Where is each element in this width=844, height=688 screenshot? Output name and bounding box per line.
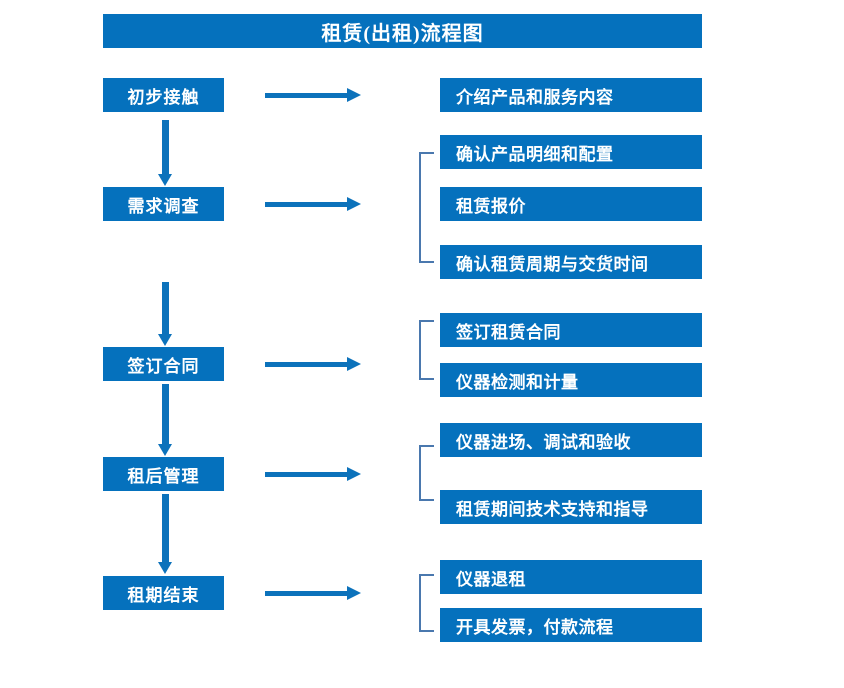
horizontal-arrow-1: [265, 88, 361, 102]
group-bracket-3: [419, 445, 434, 501]
stage-box-签订合同[interactable]: 签订合同: [103, 347, 224, 381]
horizontal-arrow-2: [265, 197, 361, 211]
detail-box-介绍产品和服务内容[interactable]: 介绍产品和服务内容: [440, 78, 702, 112]
vertical-arrow-4: [158, 494, 172, 574]
detail-box-租赁期间技术支持和指导[interactable]: 租赁期间技术支持和指导: [440, 490, 702, 524]
vertical-arrow-1: [158, 120, 172, 186]
horizontal-arrow-4: [265, 467, 361, 481]
horizontal-arrow-5: [265, 586, 361, 600]
detail-box-确认产品明细和配置[interactable]: 确认产品明细和配置: [440, 135, 702, 169]
diagram-title: 租赁(出租)流程图: [103, 14, 702, 48]
stage-box-租期结束[interactable]: 租期结束: [103, 576, 224, 610]
group-bracket-4: [419, 574, 434, 632]
detail-box-仪器退租[interactable]: 仪器退租: [440, 560, 702, 594]
stage-box-初步接触[interactable]: 初步接触: [103, 78, 224, 112]
vertical-arrow-3: [158, 384, 172, 456]
detail-box-确认租赁周期与交货时间[interactable]: 确认租赁周期与交货时间: [440, 245, 702, 279]
detail-box-仪器检测和计量[interactable]: 仪器检测和计量: [440, 363, 702, 397]
vertical-arrow-2: [158, 282, 172, 346]
stage-box-租后管理[interactable]: 租后管理: [103, 457, 224, 491]
detail-box-租赁报价[interactable]: 租赁报价: [440, 187, 702, 221]
horizontal-arrow-3: [265, 357, 361, 371]
detail-box-签订租赁合同[interactable]: 签订租赁合同: [440, 313, 702, 347]
group-bracket-2: [419, 320, 434, 380]
detail-box-仪器进场调试和验收[interactable]: 仪器进场、调试和验收: [440, 423, 702, 457]
detail-box-开具发票付款流程[interactable]: 开具发票，付款流程: [440, 608, 702, 642]
stage-box-需求调查[interactable]: 需求调查: [103, 187, 224, 221]
group-bracket-1: [419, 152, 434, 263]
